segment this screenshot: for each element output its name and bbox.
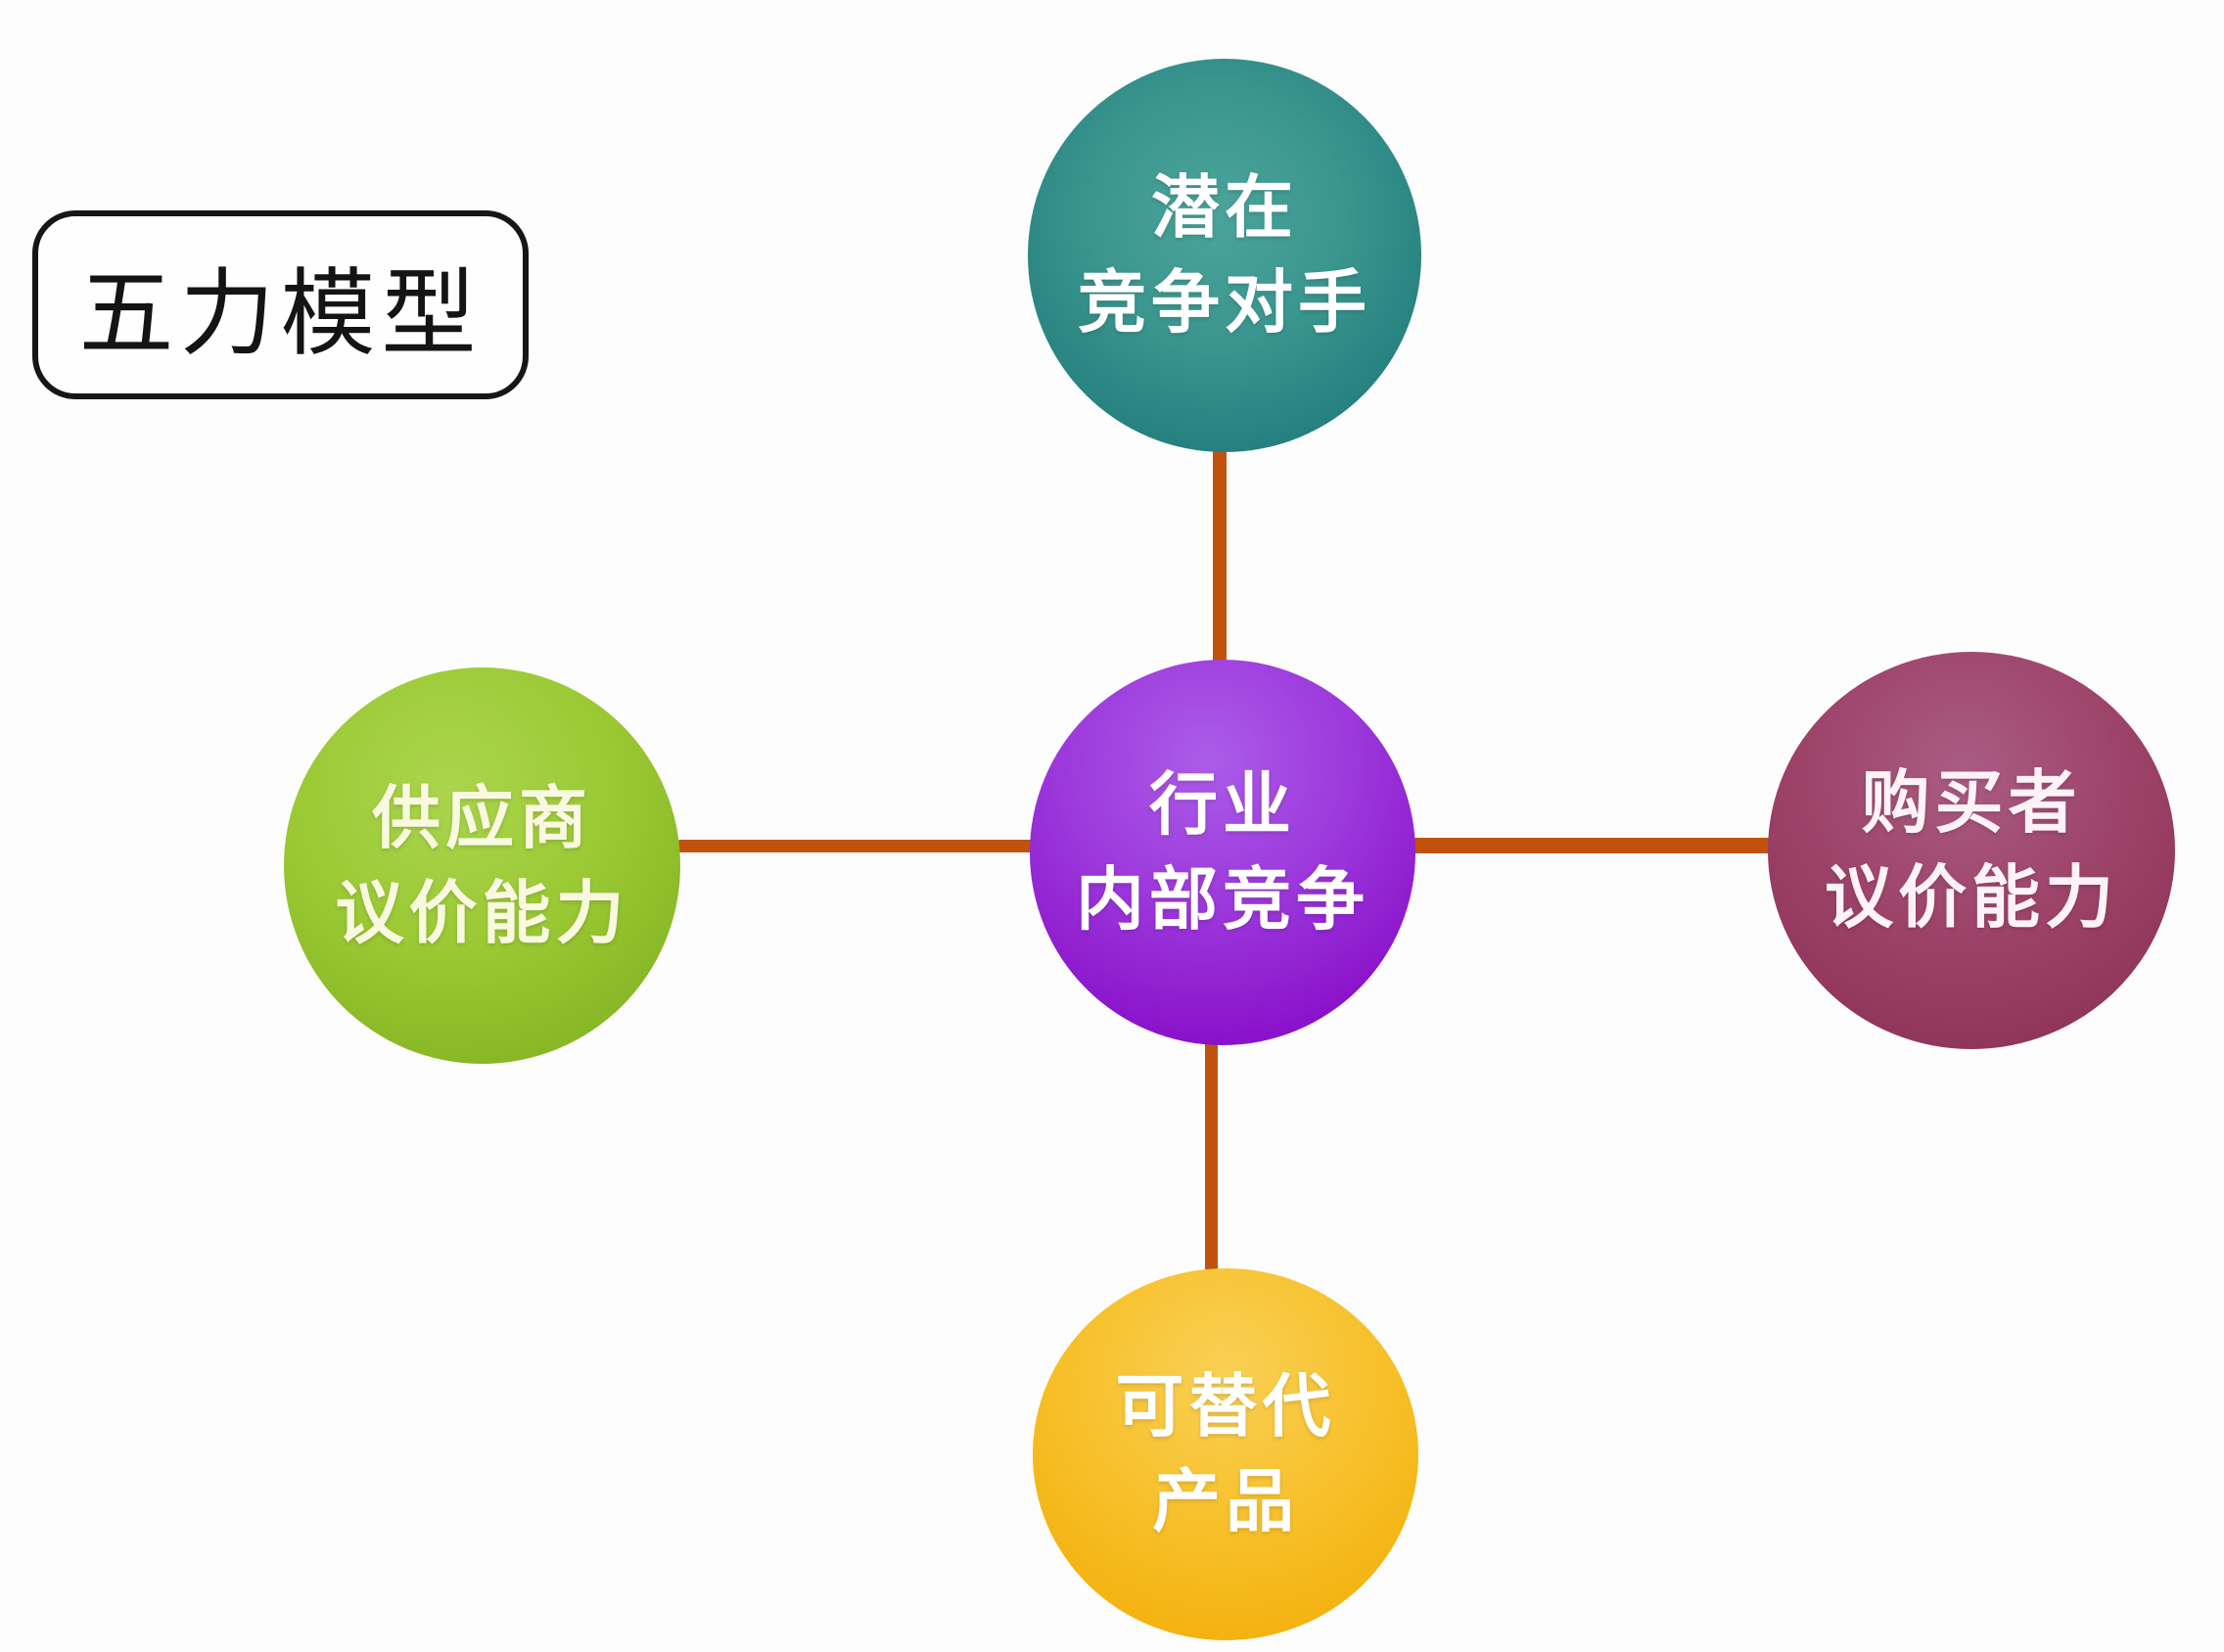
node-potential-competitors: 潜在 竞争对手 xyxy=(1028,59,1421,452)
node-substitute-products-label: 可替代 产品 xyxy=(1115,1368,1336,1539)
connector-bottom xyxy=(1205,1037,1218,1274)
node-industry-internal-competition-label: 行业 内部竞争 xyxy=(1076,766,1369,938)
diagram-title-box: 五力模型 xyxy=(32,210,529,399)
node-supplier-bargaining-power-label: 供应商 议价能力 xyxy=(335,779,629,951)
node-industry-internal-competition: 行业 内部竞争 xyxy=(1030,660,1415,1045)
connector-right xyxy=(1413,838,1770,853)
diagram-title: 五力模型 xyxy=(78,260,483,367)
connector-top xyxy=(1213,446,1227,665)
node-supplier-bargaining-power: 供应商 议价能力 xyxy=(284,667,680,1064)
node-buyer-bargaining-power: 购买者 议价能力 xyxy=(1768,652,2175,1049)
connector-left xyxy=(678,840,1033,852)
node-buyer-bargaining-power-label: 购买者 议价能力 xyxy=(1825,764,2118,936)
node-potential-competitors-label: 潜在 竞争对手 xyxy=(1078,169,1371,341)
node-substitute-products: 可替代 产品 xyxy=(1033,1268,1418,1640)
